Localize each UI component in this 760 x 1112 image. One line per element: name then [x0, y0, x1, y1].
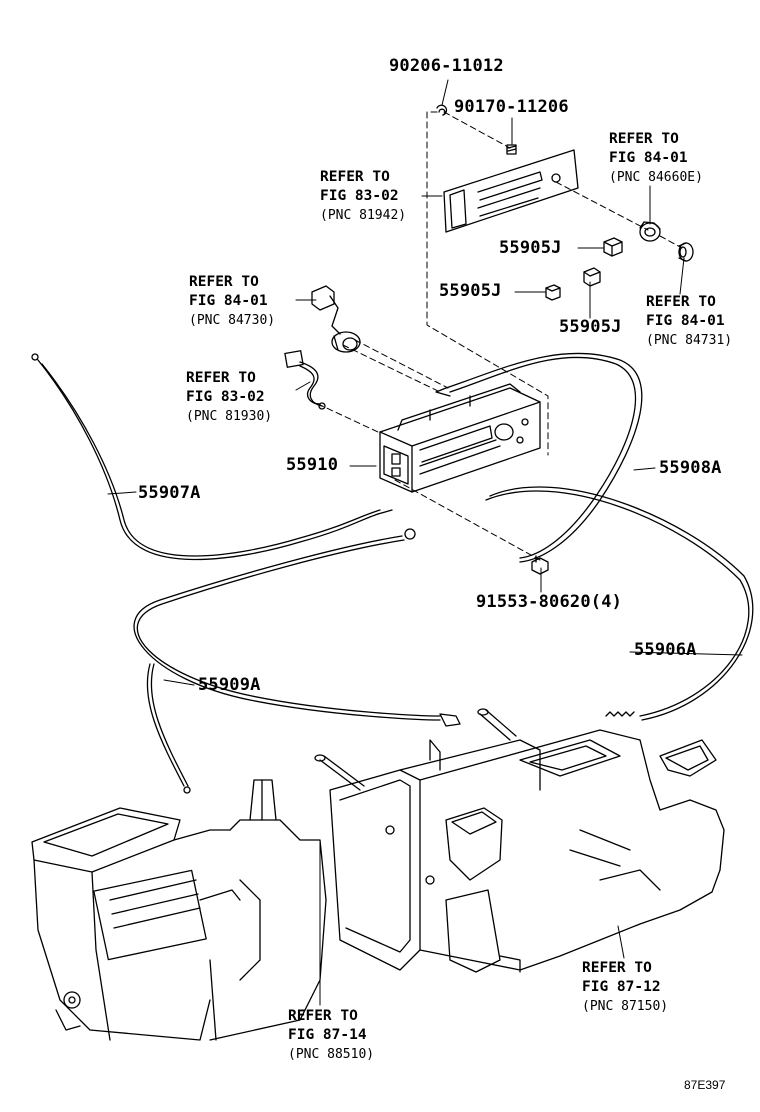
part-55906a[interactable]: 55906A: [634, 640, 697, 660]
part-55905j-c[interactable]: 55905J: [559, 317, 622, 337]
ref-fig-83-02-pnc-81942[interactable]: REFER TO FIG 83-02 (PNC 81942): [320, 169, 407, 223]
part-55905j-a[interactable]: 55905J: [499, 238, 562, 258]
part-55909a[interactable]: 55909A: [198, 675, 261, 695]
part-90170-11206[interactable]: 90170-11206: [454, 97, 569, 117]
dashed-assembly-lines: [318, 112, 682, 560]
knob-55905-b: [546, 285, 560, 300]
control-panel-plate: [444, 150, 578, 232]
ref-fig-84-01-pnc-84660e[interactable]: REFER TO FIG 84-01 (PNC 84660E): [609, 131, 703, 185]
ref-fig-84-01-pnc-84731[interactable]: REFER TO FIG 84-01 (PNC 84731): [646, 294, 733, 348]
part-90206-11012[interactable]: 90206-11012: [389, 56, 504, 76]
clip-90206: [437, 105, 446, 115]
cable-55906a: [486, 487, 753, 720]
part-91553-80620[interactable]: 91553-80620(4): [476, 592, 623, 612]
bolt-91553: [532, 556, 548, 574]
clip-90170: [507, 145, 516, 154]
ref-fig-87-12-pnc-87150[interactable]: REFER TO FIG 87-12 (PNC 87150): [582, 960, 669, 1014]
ref-fig-83-02-pnc-81930[interactable]: REFER TO FIG 83-02 (PNC 81930): [186, 370, 273, 424]
heater-control-unit: [380, 384, 540, 492]
knob-84660: [640, 222, 660, 241]
part-55905j-b[interactable]: 55905J: [439, 281, 502, 301]
knob-55905-c: [584, 268, 600, 286]
knob-84731: [679, 243, 693, 261]
bulb-socket-84730: [312, 286, 360, 352]
heater-unit: [315, 709, 724, 972]
knob-55905-a: [604, 238, 622, 256]
cable-55907a: [32, 354, 392, 560]
blower-unit: [32, 780, 326, 1040]
ref-fig-87-14-pnc-88510[interactable]: REFER TO FIG 87-14 (PNC 88510): [288, 1008, 375, 1062]
part-55910[interactable]: 55910: [286, 455, 339, 475]
figure-code: 87E397: [684, 1078, 726, 1092]
ref-fig-84-01-pnc-84730[interactable]: REFER TO FIG 84-01 (PNC 84730): [189, 274, 276, 328]
cable-55908a: [436, 353, 642, 562]
part-55908a[interactable]: 55908A: [659, 458, 722, 478]
bulb-81930: [285, 351, 325, 409]
cable-55909a: [134, 529, 460, 793]
part-55907a[interactable]: 55907A: [138, 483, 201, 503]
leader-lines: [108, 80, 742, 1005]
